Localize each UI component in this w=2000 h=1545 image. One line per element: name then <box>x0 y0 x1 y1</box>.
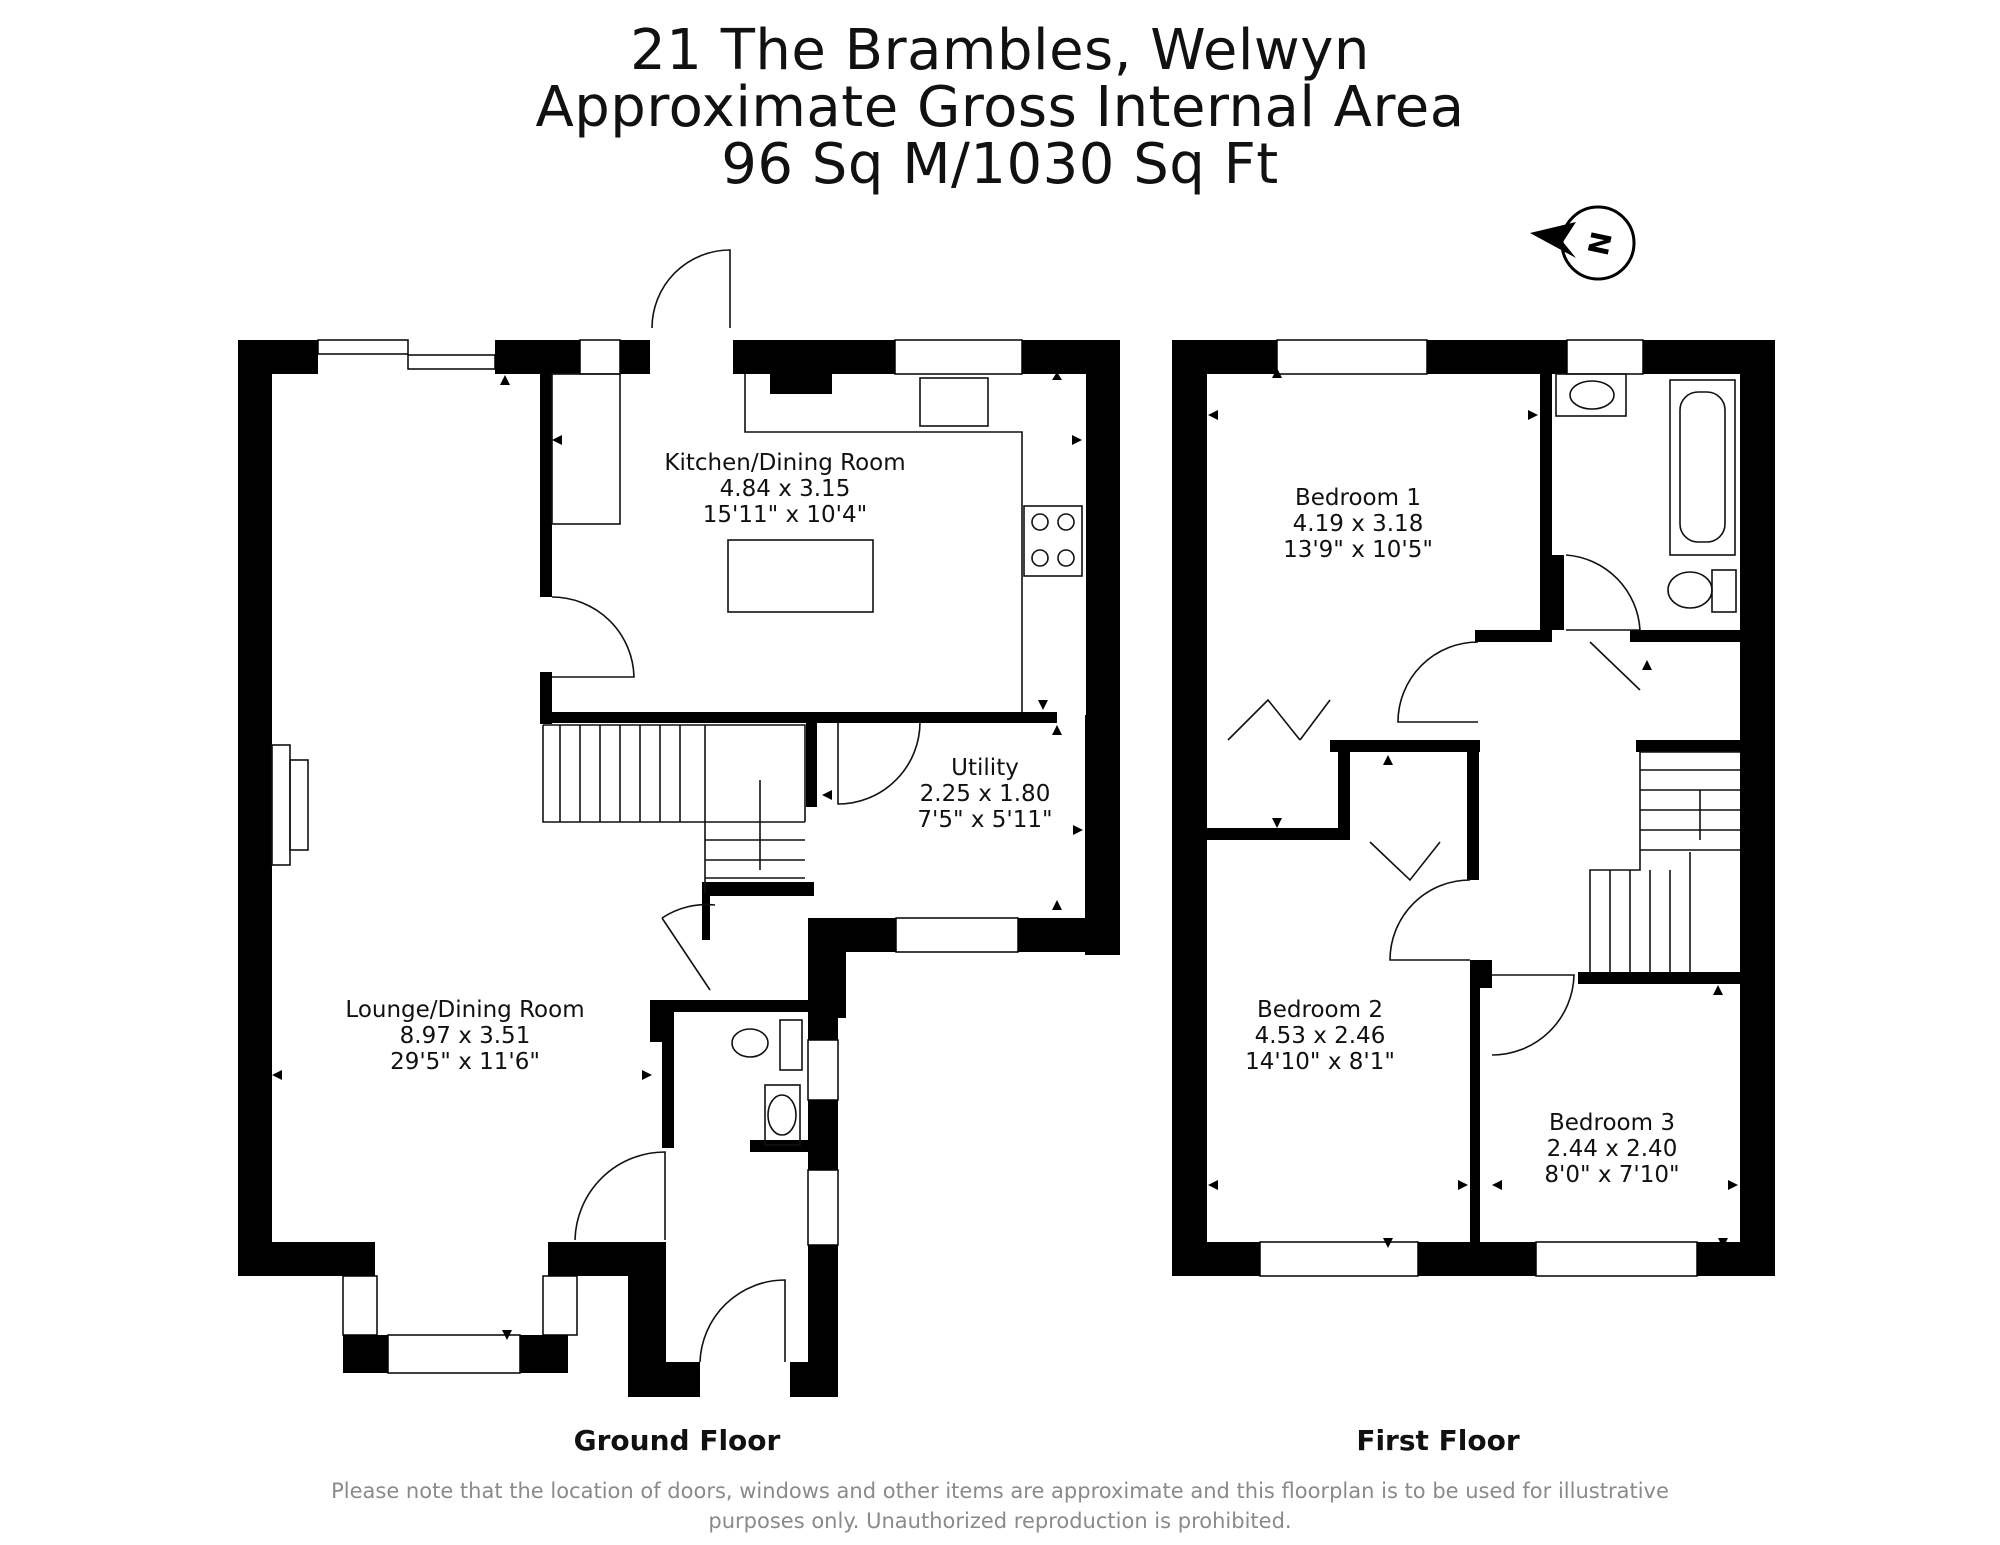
kitchen-name: Kitchen/Dining Room <box>664 450 905 476</box>
lounge-name: Lounge/Dining Room <box>345 997 584 1023</box>
ground-floor-stairs <box>542 724 806 893</box>
windows <box>317 339 1698 1374</box>
disclaimer-line-1: Please note that the location of doors, … <box>331 1479 1669 1503</box>
property-address: 21 The Brambles, Welwyn <box>630 18 1370 83</box>
fixtures <box>271 249 1740 1363</box>
bedroom2-metric: 4.53 x 2.46 <box>1255 1023 1386 1049</box>
area-value: 96 Sq M/1030 Sq Ft <box>721 132 1279 197</box>
first-floor-stairs <box>1589 751 1740 972</box>
basin-icon <box>764 1084 801 1146</box>
compass-letter: N <box>1582 229 1619 259</box>
back-door <box>651 249 731 329</box>
bedroom2-imperial: 14'10" x 8'1" <box>1245 1049 1395 1075</box>
compass: N <box>1530 205 1636 281</box>
ground-floor-labels: Kitchen/Dining Room 4.84 x 3.15 15'11" x… <box>345 450 1052 1457</box>
first-floor-labels: Bedroom 1 4.19 x 3.18 13'9" x 10'5" Bedr… <box>1245 485 1680 1457</box>
bedroom3-imperial: 8'0" x 7'10" <box>1544 1162 1679 1188</box>
bedroom1-name: Bedroom 1 <box>1295 485 1421 511</box>
bedroom3-name: Bedroom 3 <box>1549 1110 1675 1136</box>
bathroom-basin-icon <box>1555 373 1627 417</box>
utility-imperial: 7'5" x 5'11" <box>917 807 1052 833</box>
utility-metric: 2.25 x 1.80 <box>920 781 1051 807</box>
ground-floor-walls <box>238 340 1120 1397</box>
first-floor-label: First Floor <box>1356 1424 1520 1457</box>
bedroom3-metric: 2.44 x 2.40 <box>1547 1136 1678 1162</box>
bath-icon <box>1669 379 1736 556</box>
title-block: 21 The Brambles, Welwyn Approximate Gros… <box>0 22 2000 193</box>
north-arrow-icon <box>1530 222 1576 258</box>
bedroom1-metric: 4.19 x 3.18 <box>1293 511 1424 537</box>
toilet-icon <box>731 1028 769 1058</box>
kitchen-island <box>727 539 874 613</box>
dimension-markers <box>272 368 1738 1340</box>
ground-floor-label: Ground Floor <box>574 1424 781 1457</box>
bedroom2-name: Bedroom 2 <box>1257 997 1383 1023</box>
kitchen-metric: 4.84 x 3.15 <box>720 476 851 502</box>
bathroom-toilet-icon <box>1667 571 1713 609</box>
hob-icon <box>1023 505 1083 577</box>
utility-name: Utility <box>951 755 1019 781</box>
disclaimer-line-2: purposes only. Unauthorized reproduction… <box>708 1509 1292 1533</box>
disclaimer: Please note that the location of doors, … <box>300 1476 1700 1536</box>
first-floor-walls <box>1172 340 1775 1276</box>
bedroom1-imperial: 13'9" x 10'5" <box>1283 537 1433 563</box>
area-title: Approximate Gross Internal Area <box>535 75 1465 140</box>
lounge-metric: 8.97 x 3.51 <box>400 1023 531 1049</box>
lounge-imperial: 29'5" x 11'6" <box>390 1049 540 1075</box>
kitchen-sink-icon <box>919 377 989 427</box>
kitchen-imperial: 15'11" x 10'4" <box>703 502 867 528</box>
